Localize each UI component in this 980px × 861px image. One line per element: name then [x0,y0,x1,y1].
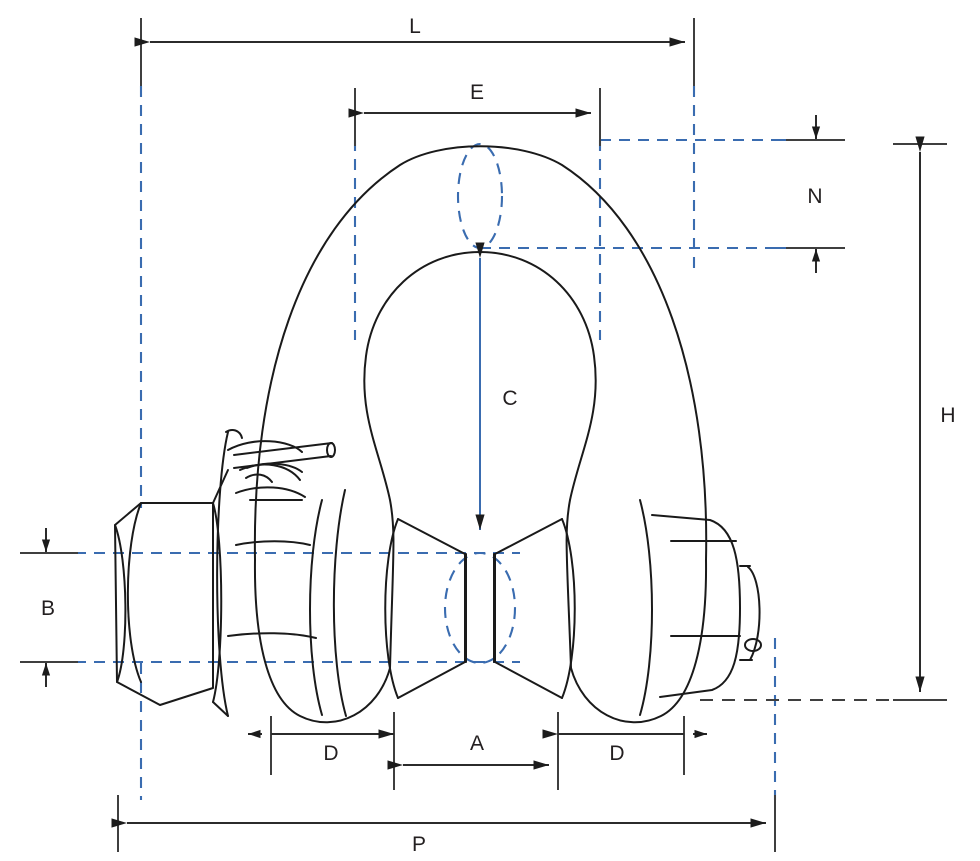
cotter-pin-detail [245,473,273,483]
dim-label-N: N [807,185,822,208]
cotter-pin-bottom-line [233,455,332,469]
shackle-body [253,145,708,724]
left-leg-back-edge [309,499,323,716]
bolt-head-face-2 [114,524,127,683]
bolt-nut-band-2 [235,540,311,546]
left-eye-cheek-edge [384,518,399,699]
dimension-lines [41,37,925,828]
bolt-flange-band [235,486,306,498]
dim-label-A: A [470,732,484,755]
bolt-collar-top-edge [212,469,229,504]
cotter-pin-top-line [233,442,333,456]
bolt-flange-top [239,463,301,481]
bolt-collar-right [216,431,229,717]
bolt-nut-top [227,440,303,453]
cotter-pin-end-cap [326,442,336,458]
right-eye-cheek-edge [561,518,576,699]
bow-outer-arc [253,145,708,561]
bolt-nut-band-3 [227,632,317,639]
dim-label-L: L [409,15,421,38]
hidden-ellipse-pin-bore [443,551,517,665]
bolt-head-face [126,502,142,683]
dim-label-E: E [470,81,484,104]
dim-label-H: H [940,404,955,427]
nut-body [651,514,741,698]
dim-label-D-right: D [609,742,624,765]
dim-label-B: B [41,597,55,620]
nut-pin-hole [744,638,762,652]
bolt-head-assembly [114,429,336,717]
cotter-pin-loop [225,429,243,439]
inner-bow-right [479,251,597,669]
nut-assembly [651,514,762,698]
bolt-collar-left [212,502,223,703]
inner-bow-left [363,251,481,669]
right-leg-back-edge [639,499,653,716]
right-eye-outer [570,559,708,724]
dim-label-D-left: D [323,742,338,765]
dimension-labels: L E N H C B D A D P [41,15,956,856]
dim-label-P: P [412,833,426,856]
extension-lines [20,18,947,852]
dim-label-C: C [502,387,517,410]
bolt-collar-bottom-edge [212,701,229,717]
left-eye-outer [253,559,391,724]
left-leg-back-edge-2 [332,489,347,717]
